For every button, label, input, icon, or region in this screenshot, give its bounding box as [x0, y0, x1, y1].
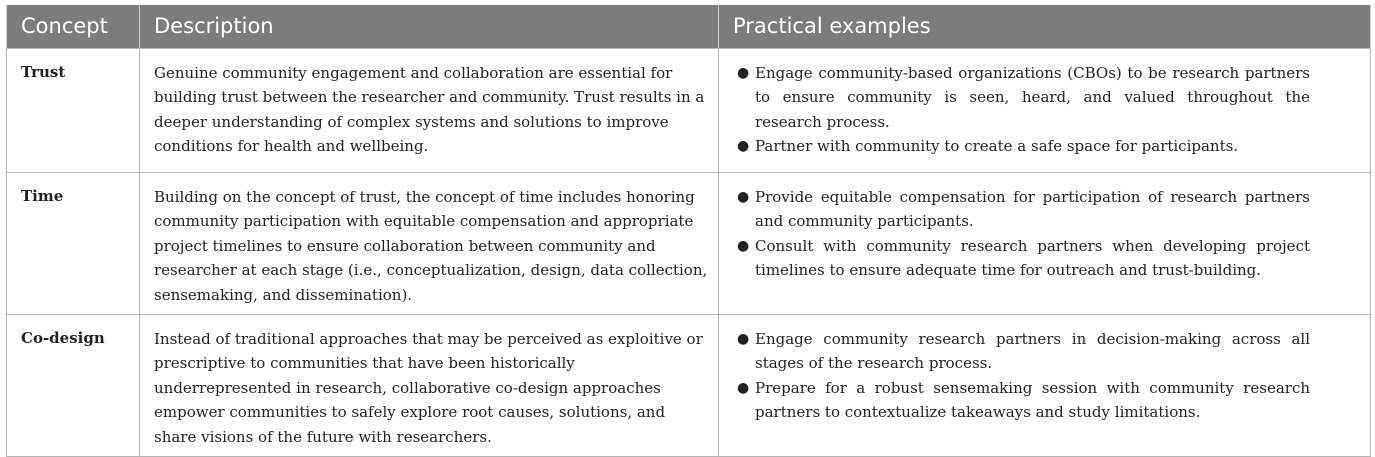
- examples-cell: ● Engage community-based organizations (C…: [718, 47, 1371, 173]
- table-row: Trust Genuine community engagement and c…: [6, 47, 1371, 173]
- example-text: Provide equitable compensation for parti…: [755, 187, 1310, 231]
- table-row: Co-design Instead of traditional approac…: [6, 313, 1371, 457]
- table-row: Time Building on the concept of trust, t…: [6, 171, 1371, 315]
- header-concept: Concept: [6, 5, 140, 48]
- list-item: ● Engage community research partners in d…: [737, 327, 1310, 376]
- concept-cell: Co-design: [6, 313, 140, 457]
- bullet-icon: ●: [737, 330, 750, 347]
- list-item: ● Provide equitable compensation for part…: [737, 185, 1310, 234]
- examples-cell: ● Provide equitable compensation for part…: [718, 171, 1371, 315]
- examples-list: ● Engage community research partners in d…: [737, 327, 1310, 425]
- description-cell: Instead of traditional approaches that m…: [139, 313, 719, 457]
- concept-cell: Time: [6, 171, 140, 315]
- example-text: Engage community research partners in de…: [755, 329, 1310, 373]
- header-practical-examples: Practical examples: [718, 5, 1371, 48]
- list-item: ● Partner with community to create a safe…: [737, 134, 1310, 159]
- list-item: ● Prepare for a robust sensemaking sessio…: [737, 376, 1310, 425]
- example-text: Partner with community to create a safe …: [755, 137, 1239, 155]
- bullet-icon: ●: [737, 138, 750, 154]
- examples-list: ● Engage community-based organizations (C…: [737, 61, 1310, 159]
- bullet-icon: ●: [737, 379, 750, 396]
- list-item: ● Engage community-based organizations (C…: [737, 61, 1310, 135]
- header-description: Description: [139, 5, 719, 48]
- list-item: ● Consult with community research partner…: [737, 234, 1310, 283]
- bullet-icon: ●: [737, 188, 750, 205]
- table-header: Concept Description Practical examples: [6, 5, 1371, 48]
- bullet-icon: ●: [737, 237, 750, 254]
- bullet-icon: ●: [737, 64, 750, 81]
- description-cell: Genuine community engagement and collabo…: [139, 47, 719, 173]
- examples-list: ● Provide equitable compensation for part…: [737, 185, 1310, 283]
- examples-cell: ● Engage community research partners in d…: [718, 313, 1371, 457]
- header-row: Concept Description Practical examples: [6, 5, 1371, 48]
- table-body: Trust Genuine community engagement and c…: [6, 47, 1371, 457]
- example-text: Engage community-based organizations (CB…: [755, 63, 1310, 131]
- concept-cell: Trust: [6, 47, 140, 173]
- example-text: Prepare for a robust sensemaking session…: [755, 378, 1310, 422]
- example-text: Consult with community research partners…: [755, 236, 1310, 280]
- description-cell: Building on the concept of trust, the co…: [139, 171, 719, 315]
- concept-table: Concept Description Practical examples T…: [6, 5, 1371, 457]
